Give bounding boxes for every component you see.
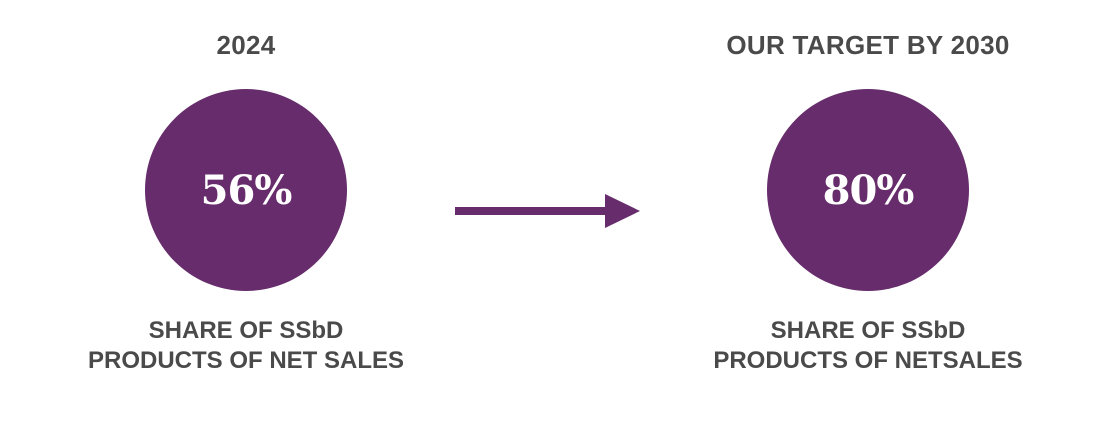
target-caption-line-1: SHARE OF SSbD <box>770 317 966 344</box>
target-caption: SHARE OF SSbD PRODUCTS OF NETSALES <box>658 316 1078 376</box>
right-arrow-icon <box>455 194 640 228</box>
current-caption-line-2: PRODUCTS OF NET SALES <box>87 347 405 374</box>
arrow-head <box>605 194 640 228</box>
current-value: 56% <box>200 166 293 214</box>
target-value: 80% <box>822 166 915 214</box>
target-value-circle: 80% <box>767 89 969 291</box>
target-panel: OUR TARGET BY 2030 80% SHARE OF SSbD PRO… <box>658 0 1078 421</box>
arrow-shaft <box>455 207 609 215</box>
current-year-heading: 2024 <box>216 30 276 60</box>
current-caption-line-1: SHARE OF SSbD <box>148 317 344 344</box>
current-value-circle: 56% <box>145 89 347 291</box>
target-caption-line-2: PRODUCTS OF NETSALES <box>713 347 1023 374</box>
current-year-panel: 2024 56% SHARE OF SSbD PRODUCTS OF NET S… <box>36 0 456 421</box>
target-heading: OUR TARGET BY 2030 <box>726 30 1010 60</box>
current-caption: SHARE OF SSbD PRODUCTS OF NET SALES <box>36 316 456 376</box>
